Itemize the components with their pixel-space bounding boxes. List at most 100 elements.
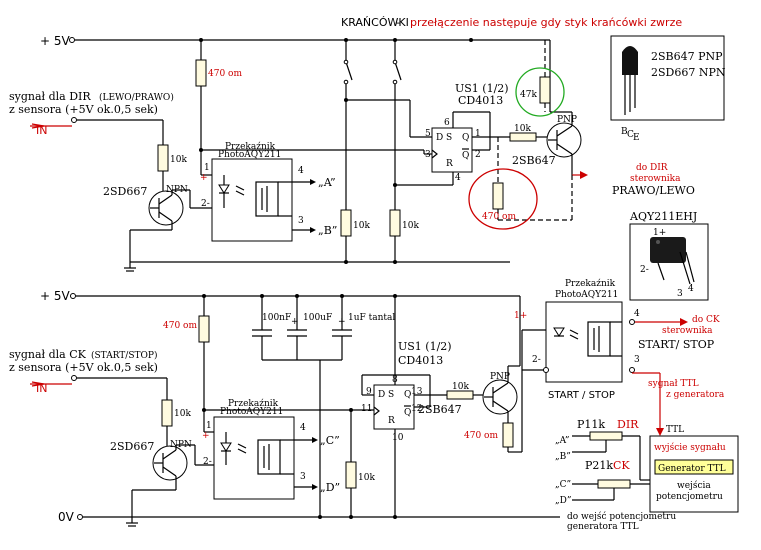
- top-470-label: 470 om: [208, 69, 242, 79]
- bottom-signal-line1: sygnał dla CK: [9, 348, 87, 361]
- relay2-ck-out2: sterownika: [662, 326, 713, 336]
- legend-aqy-pin2: 2-: [640, 265, 649, 275]
- relay2-ck-out1: do CK: [692, 315, 720, 325]
- top-signal-line1: sygnał dla DIR: [9, 90, 91, 103]
- bottom-relay-mosfet: [257, 439, 281, 475]
- top-relay-pin3: 3: [298, 216, 304, 226]
- gen-in-c: „C”: [555, 480, 571, 490]
- legend-b: B: [621, 127, 628, 137]
- pot-dir-name: P11k: [577, 418, 605, 431]
- bottom-transistor-name: 2SD667: [110, 440, 154, 453]
- bottom-relay-pin3: 3: [300, 472, 306, 482]
- legend-aqy-pin3: 3: [677, 289, 683, 299]
- top-relay-box: [211, 158, 293, 242]
- gen-note2: generatora TTL: [567, 522, 639, 532]
- top-out-resistor: [509, 132, 537, 142]
- bottom-ic-pin10: 10: [392, 433, 404, 443]
- top-relay-pin4: 4: [298, 166, 304, 176]
- top-out-b: „B”: [318, 224, 337, 237]
- pot-ck-red: CK: [613, 459, 630, 472]
- gen-note1: do wejść potencjometru: [567, 511, 676, 522]
- top-base-resistor-label: 10k: [170, 155, 187, 165]
- top-470-highlight: [468, 168, 538, 230]
- gen-in-b: „B”: [555, 452, 571, 462]
- top-ic-pin1: 1: [475, 129, 481, 139]
- top-npn-transistor: [148, 190, 184, 226]
- svg-text:+: +: [200, 173, 208, 183]
- bottom-470-resistor: [198, 315, 210, 343]
- top-ic-s: S: [446, 133, 452, 143]
- top-circuit: + 5V 470 om sygnał dla DIR (LEWO/PRAWO) …: [9, 34, 695, 272]
- gen-in-a: „A”: [555, 436, 569, 446]
- bottom-out-resistor: [446, 390, 474, 400]
- relay2-pin2: 2-: [532, 355, 541, 365]
- top-ic-pin5: 5: [425, 129, 431, 139]
- bottom-ic-qn: Q: [404, 408, 411, 418]
- top-ic-part: CD4013: [458, 94, 503, 107]
- top-ic-pin6: 6: [444, 118, 450, 128]
- gen-inputs2: potencjometru: [656, 492, 723, 502]
- pot-ck: [597, 479, 631, 489]
- top-relay-title1: Przekaźnik: [225, 141, 276, 152]
- top-47k-resistor: [539, 76, 551, 104]
- svg-text:+: +: [291, 317, 299, 327]
- bottom-signal-line2: z sensora (+5V ok.0,5 sek): [9, 361, 158, 374]
- top-base-resistor: [157, 144, 169, 172]
- top-relay-mosfet: [255, 181, 279, 217]
- bottom-ic-d: D: [378, 390, 385, 400]
- top-47k-highlight: [515, 67, 565, 117]
- gnd-terminal: [77, 514, 83, 520]
- top-relay-title2: PhotoAQY211: [218, 150, 281, 160]
- bottom-ic-pin11: 11: [361, 404, 372, 414]
- bottom-collector-label: 470 om: [464, 431, 498, 441]
- legend-e: E: [633, 133, 640, 143]
- top-limit-resistor-1: [340, 209, 352, 237]
- bottom-pnp-label: PNP: [490, 372, 510, 382]
- top-v5-terminal: [69, 37, 75, 43]
- bottom-base-resistor-label: 10k: [174, 409, 191, 419]
- bottom-out-resistor-label: 10k: [452, 382, 469, 392]
- bottom-ic-part: CD4013: [398, 354, 443, 367]
- mid-v5-terminal: [70, 293, 76, 299]
- relay2-pin4: 4: [634, 309, 640, 319]
- relay2-ttl2: z generatora: [666, 390, 725, 400]
- relay2-pin1: 1+: [514, 311, 527, 321]
- header-description: przełączenie następuje gdy styk krańcówk…: [410, 16, 682, 29]
- bottom-ic-q: Q: [404, 390, 411, 400]
- bottom-limit-resistor-label: 10k: [358, 473, 375, 483]
- top-470-resistor: [195, 59, 207, 87]
- bottom-signal-line1b: (START/STOP): [91, 350, 157, 361]
- header-prefix: KRAŃCÓWKI: [341, 16, 409, 29]
- bottom-collector-resistor: [502, 422, 514, 448]
- bottom-pnp-transistor: [482, 379, 518, 415]
- top-470-dashed-resistor: [492, 182, 504, 210]
- limit-switch-2: [394, 61, 402, 81]
- top-signal-line2: z sensora (+5V ok.0,5 sek): [9, 103, 158, 116]
- bottom-ic-name: US1 (1/2): [398, 340, 452, 353]
- legend-aqy-chip: [650, 237, 686, 263]
- top-in-label: IN: [36, 124, 47, 137]
- relay2-ck-out3: START/ STOP: [638, 338, 715, 351]
- relay2-box: [545, 301, 623, 383]
- bottom-ic-pin9: 9: [366, 387, 372, 397]
- top-v5-label: + 5V: [40, 34, 71, 48]
- top-dir-out3: PRAWO/LEWO: [612, 184, 695, 197]
- bottom-base-resistor: [161, 399, 173, 427]
- bottom-limit-resistor: [345, 461, 357, 489]
- bottom-relay-pin2: 2-: [203, 457, 212, 467]
- bottom-in-label: IN: [36, 382, 47, 395]
- bottom-ic-s: S: [388, 390, 394, 400]
- bottom-out-d: „D”: [320, 481, 340, 494]
- legend-transistor: 2SB647 PNP 2SD667 NPN B C E: [610, 35, 726, 143]
- cap1-label: 100nF: [262, 313, 291, 323]
- top-transistor-name: 2SD667: [103, 185, 147, 198]
- legend-aqy: AQY211EHJ 1+ 2- 3 4: [629, 210, 709, 301]
- gen-ttl: TTL: [666, 425, 684, 435]
- generator-section: TTL wyjście sygnału Generator TTL wejści…: [555, 418, 739, 532]
- bottom-npn-transistor: [152, 445, 188, 481]
- top-pnp-name: 2SB647: [512, 154, 556, 167]
- relay2-label: START / STOP: [548, 390, 615, 401]
- legend-line1: 2SB647 PNP: [651, 50, 723, 63]
- gen-in-d: „D”: [555, 496, 571, 506]
